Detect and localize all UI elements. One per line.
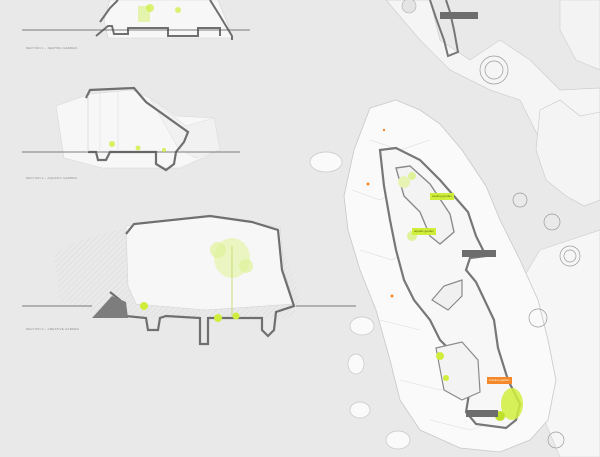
plan-tag-mid bbox=[462, 250, 496, 257]
section-3-drawing bbox=[22, 214, 356, 346]
section-3-caption: SECTION 3 – CREATIVE GARDEN bbox=[26, 327, 80, 331]
plan-tag-top bbox=[440, 12, 478, 19]
plan-tag-aquatic: aquatic garden bbox=[412, 228, 436, 235]
plan-tag-bottom bbox=[466, 410, 498, 417]
site-plan bbox=[309, 0, 600, 457]
section-2-caption: SECTION 2 – AQUATIC GARDEN bbox=[26, 176, 77, 180]
section-1-drawing bbox=[22, 0, 250, 40]
plan-tag-seating: seating garden bbox=[430, 193, 454, 200]
plan-tag-creative: creative garden bbox=[487, 377, 512, 384]
section-1-caption: SECTION 1 – SEATING GARDEN bbox=[26, 46, 77, 50]
section-2-drawing bbox=[22, 86, 240, 172]
